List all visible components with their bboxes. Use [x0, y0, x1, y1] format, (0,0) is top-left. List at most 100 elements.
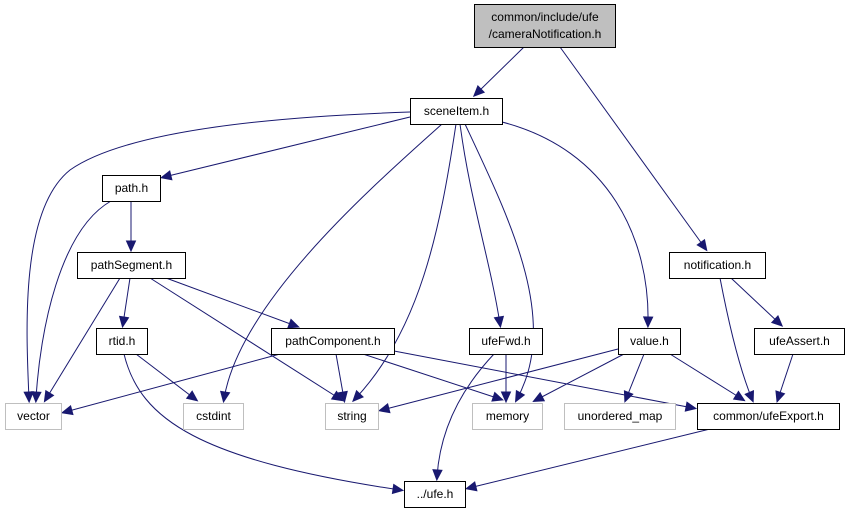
node-path[interactable]: path.h	[102, 175, 161, 202]
node-rtid[interactable]: rtid.h	[96, 328, 148, 355]
edge-path-to-pathSegment	[125, 201, 137, 253]
arrowhead-icon	[770, 315, 784, 327]
node-label: cstdint	[196, 409, 231, 423]
edge-sceneItem-to-cstdint	[219, 123, 443, 404]
edge-line	[45, 277, 121, 400]
edge-line	[625, 353, 645, 400]
edge-ufeFwd-to-memory	[500, 354, 512, 404]
edge-line	[459, 123, 501, 325]
arrowhead-icon	[696, 238, 708, 252]
node-value[interactable]: value.h	[618, 328, 681, 355]
arrowhead-icon	[732, 390, 746, 402]
edge-line	[535, 353, 625, 401]
node-label: pathComponent.h	[285, 334, 380, 348]
edge-line	[475, 46, 525, 95]
edge-value-to-unordered_map	[623, 353, 645, 403]
edge-line	[393, 350, 694, 409]
arrowhead-icon	[491, 391, 505, 402]
arrowhead-icon	[493, 315, 505, 329]
node-label: value.h	[630, 334, 669, 348]
node-ufeExport[interactable]: common/ufeExport.h	[697, 403, 840, 430]
node-notification[interactable]: notification.h	[669, 252, 766, 279]
arrowhead-icon	[432, 469, 443, 482]
edge-pathSegment-to-string	[149, 277, 344, 402]
arrowhead-icon	[744, 390, 755, 403]
arrowhead-icon	[500, 391, 512, 404]
edge-sceneItem-to-memory	[464, 123, 534, 403]
node-box	[754, 328, 845, 355]
edge-sceneItem-to-value	[501, 121, 654, 329]
edge-pathSegment-to-rtid	[118, 277, 131, 329]
edge-line	[149, 277, 341, 400]
edge-rtid-to-ufe	[123, 353, 405, 495]
arrowhead-icon	[472, 84, 486, 97]
edge-line	[26, 111, 411, 400]
edge-line	[122, 277, 131, 325]
node-pathSegment[interactable]: pathSegment.h	[77, 252, 186, 279]
node-box	[183, 403, 244, 430]
node-sceneItem[interactable]: sceneItem.h	[410, 98, 503, 125]
edge-ufeAssert-to-ufeExport	[775, 353, 794, 404]
edge-line	[335, 353, 345, 400]
node-box	[472, 403, 543, 430]
edge-sceneItem-to-vector	[23, 111, 411, 404]
edge-sceneItem-to-path	[159, 116, 411, 181]
node-ufeAssert[interactable]: ufeAssert.h	[754, 328, 845, 355]
node-label: common/include/ufe	[491, 10, 599, 24]
edge-line	[669, 353, 743, 400]
edge-pathComponent-to-vector	[60, 353, 281, 416]
node-label: ufeAssert.h	[769, 334, 830, 348]
node-memory[interactable]: memory	[472, 403, 543, 430]
edge-line	[381, 348, 619, 411]
node-ufeFwd[interactable]: ufeFwd.h	[469, 328, 543, 355]
node-label: vector	[17, 409, 50, 423]
node-string[interactable]: string	[325, 403, 379, 430]
edge-line	[163, 116, 411, 178]
edge-line	[777, 353, 794, 400]
arrowhead-icon	[337, 390, 348, 404]
edge-path-to-vector	[31, 200, 112, 404]
arrowhead-icon	[43, 389, 55, 403]
node-vector[interactable]: vector	[5, 403, 62, 430]
edge-value-to-memory	[532, 353, 625, 402]
edge-line	[436, 353, 495, 478]
arrowhead-icon	[775, 390, 786, 404]
arrowhead-icon	[330, 390, 344, 402]
node-box	[410, 98, 503, 125]
edge-ufeExport-to-ufe	[464, 428, 711, 492]
edges-layer	[23, 46, 794, 495]
node-box	[77, 252, 186, 279]
node-box	[469, 328, 543, 355]
node-root: common/include/ufe/cameraNotification.h	[474, 4, 616, 48]
node-label: ufeFwd.h	[481, 334, 530, 348]
edge-root-to-sceneItem	[472, 46, 525, 97]
edge-pathSegment-to-pathComponent	[165, 277, 300, 329]
edge-line	[354, 123, 457, 400]
node-ufe[interactable]: ../ufe.h	[404, 481, 466, 508]
node-box	[96, 328, 148, 355]
arrowhead-icon	[159, 170, 173, 181]
node-box	[474, 4, 616, 48]
arrowhead-icon	[31, 391, 42, 404]
node-box	[5, 403, 62, 430]
node-unordered-map[interactable]: unordered_map	[564, 403, 676, 430]
node-label: rtid.h	[109, 334, 136, 348]
node-box	[697, 403, 840, 430]
node-label: memory	[486, 409, 529, 423]
edge-value-to-string	[377, 348, 619, 414]
arrowhead-icon	[185, 390, 199, 402]
node-cstdint[interactable]: cstdint	[183, 403, 244, 430]
nodes-layer: common/include/ufe/cameraNotification.h s…	[5, 4, 845, 508]
arrowhead-icon	[60, 404, 74, 416]
arrowhead-icon	[118, 315, 130, 329]
arrowhead-icon	[219, 390, 231, 404]
edge-line	[719, 277, 753, 400]
node-pathComponent[interactable]: pathComponent.h	[271, 328, 395, 355]
edge-line	[35, 200, 112, 400]
arrowhead-icon	[287, 318, 300, 329]
edge-line	[165, 277, 297, 327]
edge-line	[501, 121, 649, 325]
node-label: path.h	[115, 181, 148, 195]
edge-line	[730, 277, 781, 325]
